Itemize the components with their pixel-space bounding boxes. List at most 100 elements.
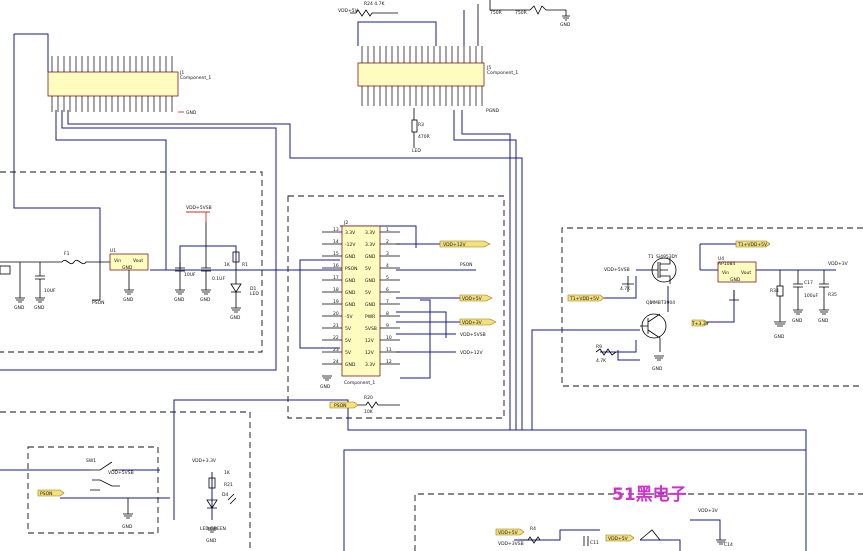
net-label-pson-sw: PSON	[40, 491, 52, 497]
header-p1-body	[47, 71, 179, 97]
atx-pin-number: 18	[333, 287, 339, 293]
r21-value: 1K	[224, 470, 231, 476]
atx-pin-name: 5V	[365, 290, 372, 296]
r20-value: 10K	[364, 409, 374, 415]
header-p1: J1 Component_1 GND	[47, 56, 211, 116]
atx-name: Component_1	[344, 380, 375, 386]
gnd-atx: GND	[320, 384, 331, 390]
atx-pin-name: PSON	[345, 266, 357, 272]
header-p1-ref: J1	[179, 70, 184, 76]
net-label-r-vdd: VDD+3.3V	[192, 458, 217, 464]
atx-pin-number: 8	[386, 311, 389, 317]
atx-pin-number: 21	[333, 323, 339, 329]
r21-label: R21	[224, 482, 233, 488]
net-label-pson-atx: PSON	[460, 262, 472, 268]
atx-pin-name: GND	[345, 254, 356, 260]
r9-value: 4.7K	[596, 358, 607, 364]
switch-sw1	[90, 461, 120, 491]
atx-pin-number: 16	[333, 263, 339, 269]
fuse-f1	[61, 259, 110, 265]
regulator-u4-part: AP1084	[718, 261, 735, 267]
mosfet-t1: T1 Si4953DY	[647, 254, 678, 284]
net-label-sw-vdd: VDD+5VSB	[108, 470, 134, 476]
r20-label: R20	[364, 395, 373, 401]
atx-pin-name: 5V	[345, 350, 352, 356]
net-label-v12-atx: VDD+12V	[460, 350, 484, 356]
led-d4-ref: D4	[222, 492, 228, 498]
gnd-c18: GND	[818, 318, 829, 324]
transistor-q1-part: MMBT3904	[650, 300, 675, 306]
led-d4	[206, 499, 218, 509]
resistor-r20	[358, 401, 400, 409]
net-label-vdd5vsb-reg: VDD+5VSB	[604, 267, 630, 273]
c11-label: C11	[590, 540, 599, 546]
net-label-led: LED	[412, 148, 421, 154]
r1-label: R1	[242, 262, 248, 268]
regulator-u1-vout: Vout	[133, 258, 143, 264]
r1-value: 1K	[224, 262, 231, 268]
cap-c17	[793, 270, 803, 310]
regulator-u4-gnd: GND	[730, 277, 741, 283]
net-label-pson-atx-bottom: PSON	[334, 403, 346, 409]
gnd-c10: GND	[34, 305, 45, 311]
gnd-q1: GND	[652, 366, 663, 372]
regulator-u4-vin: Vin	[722, 270, 729, 276]
atx-pin-name: -5V	[345, 314, 353, 320]
resistor-r9	[595, 348, 617, 356]
gnd-label-p1: GND	[186, 110, 197, 116]
cap-c10-value: 10UF	[44, 288, 56, 294]
atx-pin-name: 3.3V	[345, 230, 356, 236]
atx-pin-number: 22	[333, 335, 339, 341]
net-label-vdd5vsb-atx: VDD+5VSB	[460, 332, 486, 338]
fuse-f1-label: F1	[64, 251, 70, 257]
resistor-r1	[232, 251, 240, 263]
atx-pin-number: 14	[333, 239, 339, 245]
transistor-q1-ref: Q1	[646, 300, 653, 306]
net-label-vdd-b3: VDD+5V	[608, 536, 629, 542]
net-label-t1vdd: T1+VDD+5V	[569, 296, 600, 302]
net-label-t1vdd2: T1+VDD+5V	[737, 242, 768, 248]
atx-pin-number: 1	[386, 227, 389, 233]
bottom-section: VDD+5V VDD+3VSB R4 C11 VDD+5V VDD+3V C14	[495, 508, 733, 548]
net-label-vdd-b2: VDD+3VSB	[498, 541, 524, 547]
atx-pin-number: 6	[386, 287, 389, 293]
cap-c10	[35, 262, 45, 298]
atx-pin-number: 23	[333, 347, 339, 353]
atx-connector-region	[287, 195, 505, 419]
net-label-p2-gnd: PGND	[486, 108, 500, 114]
atx-pin-name: 5V	[345, 326, 352, 332]
r-top2-value: 750R	[515, 10, 527, 16]
regulator-u4-ref: U4	[718, 256, 724, 262]
c14-label: C14	[724, 542, 733, 548]
gnd-left: GND	[14, 305, 25, 311]
mosfet-t1-ref: T1	[647, 254, 654, 260]
atx-pin-number: 20	[333, 311, 339, 317]
atx-ref: J2	[343, 220, 348, 226]
atx-pin-name: 3.3V	[365, 230, 376, 236]
gnd-cb: GND	[200, 297, 211, 303]
regulator-u1-vin: Vin	[114, 258, 121, 264]
led-d4-part: LED GREEN	[200, 526, 226, 532]
atx-pin-number: 12	[386, 359, 392, 365]
atx-pin-number: 10	[386, 335, 392, 341]
switch-sw1-ref: SW1	[86, 458, 96, 464]
atx-pin-name: 12V	[365, 338, 375, 344]
net-label-t3v3: T+3.3V	[691, 321, 710, 327]
atx-pin-name: 3.3V	[365, 242, 376, 248]
watermark-text: 51黑电子	[612, 484, 687, 505]
switch-subregion	[27, 446, 159, 534]
net-label-vdd5-atx: VDD+5V	[462, 296, 483, 302]
net-label-vdd33: VDD+3V	[828, 261, 849, 267]
gnd-r34: GND	[774, 334, 785, 340]
header-p2: J5 Component_1 VDD+5V R24 4.7K 750R 750R…	[338, 0, 571, 154]
led-d1-part: LED	[250, 291, 259, 297]
atx-pin-name: GND	[365, 278, 376, 284]
resistor-r34	[776, 285, 784, 297]
atx-pin-number: 13	[333, 227, 339, 233]
header-p2-name: Component_1	[487, 70, 518, 76]
cap-cb	[201, 222, 211, 290]
cap-ca-value: 10UF	[184, 272, 196, 278]
atx-pin-name: 3.3V	[365, 362, 376, 368]
resistor-r21	[208, 477, 216, 489]
